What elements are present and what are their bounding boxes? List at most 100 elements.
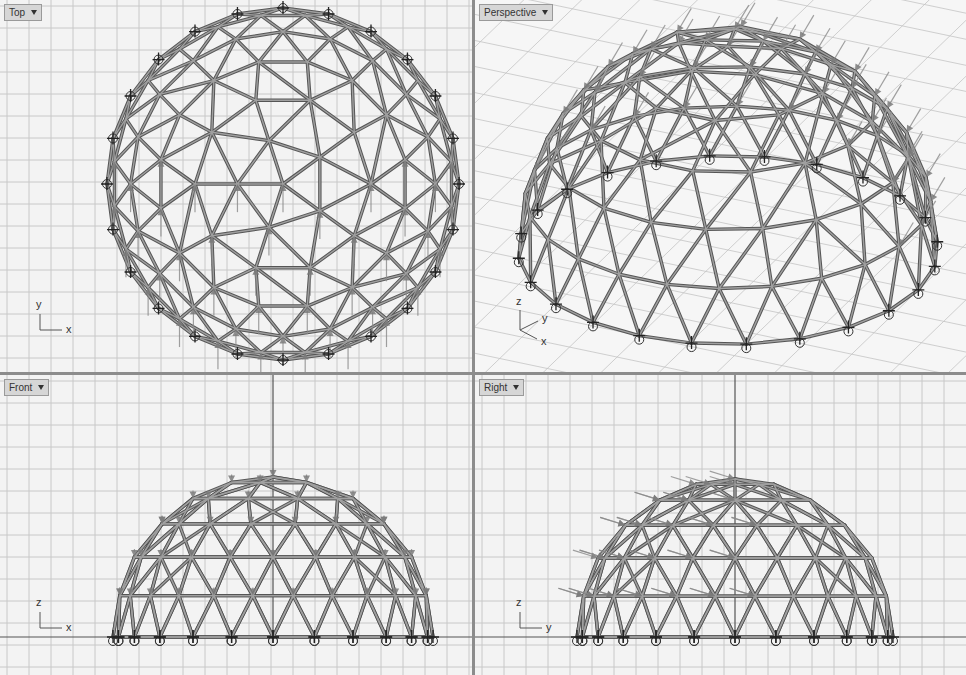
member-tube	[159, 32, 195, 60]
grid-line	[293, 0, 294, 372]
member-tube	[283, 32, 330, 39]
load-arrow-head	[424, 231, 431, 238]
member-outline	[230, 557, 253, 596]
member-outline	[293, 594, 332, 597]
member-tube	[210, 523, 251, 524]
member-outline	[180, 49, 194, 61]
load-arrow-shaft	[211, 241, 212, 264]
support-cross	[811, 157, 823, 170]
member-outline	[314, 596, 332, 637]
member-tube	[131, 272, 149, 287]
member-outline	[237, 184, 268, 227]
member-outline	[237, 182, 283, 185]
member-tube	[405, 557, 426, 596]
member-tube	[861, 204, 865, 265]
member-outline	[719, 286, 772, 288]
member-outline	[259, 62, 310, 100]
member-tube	[593, 274, 619, 322]
member-outline	[259, 60, 308, 63]
member-outline	[251, 522, 295, 525]
load-arrow-shaft	[307, 311, 308, 334]
member-tube	[405, 184, 435, 208]
member-outline	[237, 141, 268, 184]
member-tube	[823, 94, 872, 122]
member-tube	[212, 100, 256, 132]
load-arrow-shaft	[268, 232, 269, 255]
member-tube	[330, 39, 352, 80]
member-tube	[428, 231, 440, 249]
load-arrow-shaft	[909, 109, 921, 129]
member-tube	[348, 319, 386, 341]
member-tube	[691, 46, 728, 71]
load-arrow-head	[831, 57, 838, 65]
member-tube	[367, 524, 405, 557]
grid-line	[747, 53, 966, 372]
member-tube	[816, 220, 865, 265]
member-tube	[396, 596, 412, 637]
load-arrow-head	[931, 193, 938, 201]
load-arrow-shaft	[598, 68, 610, 88]
member-outline	[416, 596, 428, 637]
support-cross	[758, 150, 770, 163]
load-arrow-shaft	[911, 134, 923, 154]
member-tube	[161, 524, 210, 557]
member-tube	[519, 193, 526, 258]
member-outline	[293, 557, 316, 596]
member-tube	[750, 41, 763, 67]
grid-line	[95, 375, 96, 675]
member-tube	[230, 556, 273, 557]
member-tube	[150, 596, 159, 637]
member-outline	[261, 15, 283, 31]
load-arrow-shaft	[890, 85, 902, 105]
grid-line	[475, 130, 966, 370]
load-arrow-shaft	[406, 279, 407, 302]
support-cross	[453, 177, 465, 190]
member-tube	[259, 306, 283, 336]
member-tube	[547, 138, 549, 164]
member-tube	[348, 27, 386, 49]
member-tube	[253, 557, 273, 596]
member-outline	[298, 498, 336, 523]
support-cross	[365, 329, 377, 342]
grid-line	[0, 557, 472, 558]
member-outline	[273, 524, 295, 557]
member-outline	[332, 594, 367, 597]
member-tube	[256, 267, 310, 268]
member-tube	[316, 556, 355, 557]
support-symbols	[101, 1, 465, 366]
member-tube	[293, 595, 332, 596]
member-tube	[269, 141, 283, 184]
member-outline	[710, 156, 765, 157]
load-arrow-shaft	[708, 16, 720, 36]
member-tube	[212, 227, 269, 235]
member-tube	[210, 524, 230, 557]
member-outline	[353, 596, 367, 637]
member-tube	[192, 556, 231, 557]
member-tube	[863, 136, 878, 178]
member-tube	[569, 188, 604, 208]
member-tube	[161, 115, 180, 160]
member-tube	[114, 184, 130, 206]
support-cross	[189, 25, 201, 38]
load-arrow-shaft	[213, 292, 214, 315]
member-outline	[861, 183, 893, 204]
member-tube	[416, 596, 428, 637]
member-outline	[269, 141, 320, 158]
member-tube	[259, 32, 283, 62]
member-outline	[212, 132, 269, 140]
member-outline	[283, 15, 305, 31]
member-outline	[283, 336, 305, 352]
member-tube	[710, 156, 765, 157]
member-tube	[307, 62, 310, 100]
member-tube	[307, 62, 352, 81]
member-outline	[728, 46, 754, 74]
member-outline	[386, 115, 405, 160]
member-outline	[259, 306, 283, 336]
load-arrow-head	[557, 140, 564, 148]
member-tube	[737, 106, 789, 110]
member-outline	[161, 524, 210, 557]
member-tube	[336, 524, 385, 557]
load-arrow-shaft	[237, 189, 238, 212]
member-outline	[212, 236, 256, 268]
load-arrow-head	[157, 208, 164, 215]
